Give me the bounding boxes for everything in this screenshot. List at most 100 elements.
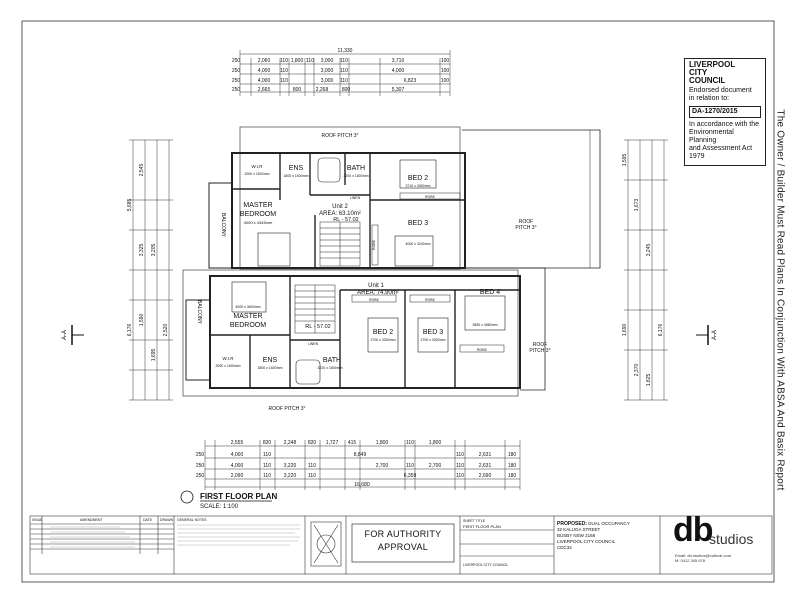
- authority-line1: FOR AUTHORITY: [364, 529, 442, 539]
- room-size: 3710 x 3060mm: [405, 184, 430, 188]
- north-point-icon: [310, 521, 342, 567]
- top-dimension-text: 11,330 2,060 110 1,800 110 3,000 110 3,7…: [232, 48, 450, 93]
- roof-right: [462, 129, 601, 391]
- dim-text: 110: [406, 440, 414, 446]
- dim-text: 2,631: [479, 452, 492, 458]
- dim-text: 2,555: [231, 440, 244, 446]
- sheet-border: [21, 20, 775, 583]
- project-address-1: 32 KALUGA STREET: [557, 527, 601, 532]
- room-label: ENS: [263, 357, 278, 364]
- dim-text: 110: [263, 463, 271, 469]
- dim-text: 1,695: [151, 349, 157, 362]
- dim-text: 6,176: [127, 324, 133, 337]
- dim-text: 100: [441, 68, 450, 74]
- council-small: LIVERPOOL CITY COUNCIL: [463, 563, 508, 567]
- room-size: 4000 x 3600mm: [235, 305, 260, 309]
- room-size: 2000 x 1600mm: [244, 172, 269, 176]
- dim-text: 1,800: [429, 440, 442, 446]
- dim-text: 1,800: [376, 440, 389, 446]
- title-circle-icon: [180, 490, 194, 504]
- dim-text: 180: [508, 473, 517, 479]
- section-marker-left: A-A: [62, 325, 84, 345]
- room-label: LINEN: [308, 342, 319, 346]
- room-label: W.I.R: [252, 164, 264, 169]
- council-endorsement-stamp: LIVERPOOL CITY COUNCIL Endorsed document…: [684, 58, 766, 166]
- dim-text: 1,825: [646, 374, 652, 387]
- room-label: ROBE: [425, 195, 436, 199]
- room-size: 3200 x 1600mm: [343, 174, 368, 178]
- dim-text: 250: [232, 87, 241, 93]
- dim-text: 415: [348, 440, 357, 446]
- room-label: BALCONY: [220, 213, 226, 238]
- dim-text: 250: [196, 452, 205, 458]
- roof-labels: ROOF PITCH 3° ROOF PITCH 3° ROOF PITCH 3…: [268, 133, 550, 412]
- side-note-text: The Owner / Builder Must Read Plans In C…: [774, 109, 786, 491]
- logo-studios: studios: [709, 531, 754, 547]
- room-label: BATH: [347, 165, 365, 172]
- logo-phone: M: 0412 345 678: [675, 558, 706, 563]
- dim-text: 3,245: [646, 244, 652, 257]
- dim-text: 4,000: [258, 78, 271, 84]
- roof-pitch-label: ROOF: [519, 219, 533, 225]
- dim-text: 5,307: [392, 87, 405, 93]
- dim-text: 110: [406, 463, 414, 469]
- dim-text: 110: [456, 463, 464, 469]
- dim-text: 110: [263, 473, 271, 479]
- plan-scale: SCALE: 1:100: [200, 504, 239, 510]
- authority-approval-box: FOR AUTHORITY APPROVAL: [351, 528, 455, 562]
- dim-text: 110: [306, 58, 314, 64]
- proposed-label: PROPOSED:: [557, 521, 588, 527]
- room-label: ROBE: [369, 298, 380, 302]
- dim-text: 110: [308, 463, 316, 469]
- room-label: BED 2: [373, 329, 393, 336]
- dim-text: 110: [340, 78, 348, 84]
- dim-text: 6,176: [658, 324, 664, 337]
- dim-text: 2,268: [316, 87, 329, 93]
- dim-text: 180: [508, 452, 517, 458]
- sheet-info: SHEET TITLE FIRST FLOOR PLAN LIVERPOOL C…: [463, 519, 508, 567]
- unit1-plan: [182, 269, 521, 397]
- room-size: 2090 x 1600mm: [215, 364, 240, 368]
- dim-text: 2,370: [634, 364, 640, 377]
- unit-name: Unit 2: [332, 204, 348, 210]
- bottom-dimension-lines: [204, 440, 521, 490]
- room-label: BATH: [323, 357, 341, 364]
- unit-name: Unit 1: [368, 283, 384, 289]
- unit-area: AREA: 63.10m²: [319, 211, 361, 217]
- room-label: ROBE: [477, 348, 488, 352]
- proposed-value: DUAL OCCUPANCY: [588, 521, 630, 526]
- dim-text: 250: [196, 473, 205, 479]
- dim-text: 1,595: [622, 154, 628, 167]
- dim-text: 2,690: [479, 473, 492, 479]
- dim-text: 5,685: [127, 199, 133, 212]
- section-label: A-A: [62, 330, 68, 340]
- level-rl: RL - 57.02: [305, 324, 330, 330]
- dim-text: 2,060: [258, 58, 271, 64]
- room-label: BEDROOM: [240, 211, 276, 218]
- plan-title-block: FIRST FLOOR PLAN SCALE: 1:100: [180, 490, 278, 510]
- dim-text: 110: [456, 473, 464, 479]
- dim-text: 3,220: [284, 463, 297, 469]
- title-block-strip: [29, 515, 773, 575]
- authority-line2: APPROVAL: [377, 542, 429, 552]
- section-marker-right: A-A: [696, 325, 718, 345]
- stamp-da-number: DA-1270/2015: [689, 106, 761, 118]
- plan-title: FIRST FLOOR PLAN: [200, 492, 278, 501]
- dim-text: 2,090: [231, 473, 244, 479]
- dim-text: 2,520: [163, 324, 169, 337]
- dim-text: 110: [340, 68, 348, 74]
- room-size: 1800 x 1600mm: [257, 366, 282, 370]
- dim-text: 250: [232, 78, 241, 84]
- roof-pitch-label: PITCH 3°: [515, 225, 536, 231]
- room-label: ROBE: [372, 239, 376, 250]
- left-dimension-lines: [129, 139, 173, 401]
- general-notes: GENERAL NOTES: [177, 518, 300, 546]
- dim-text: 1,727: [326, 440, 339, 446]
- dim-text: 1,690: [622, 324, 628, 337]
- left-dimension-text: 5,685 2,545 3,325 3,205 6,176 1,590 1,69…: [127, 164, 169, 362]
- dim-text: 250: [232, 58, 241, 64]
- room-size: 2700 x 3300mm: [420, 338, 445, 342]
- dim-text: 2,631: [479, 463, 492, 469]
- dim-text: 6,823: [404, 78, 417, 84]
